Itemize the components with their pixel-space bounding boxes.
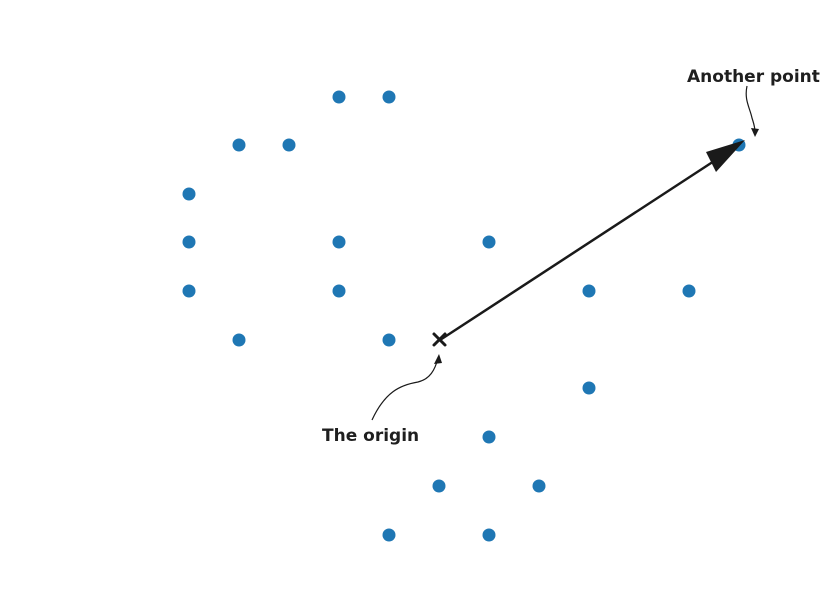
data-point (182, 235, 196, 249)
data-point (482, 430, 496, 444)
data-point (532, 479, 546, 493)
data-point (332, 90, 346, 104)
data-point (332, 235, 346, 249)
origin-leader-line (371, 357, 439, 421)
data-point (182, 187, 196, 201)
data-point (382, 333, 396, 347)
point-cloud (182, 90, 746, 542)
data-point (182, 284, 196, 298)
origin-leader-arrowhead (434, 354, 442, 364)
data-point (682, 284, 696, 298)
data-point (482, 528, 496, 542)
x-cross-icon (432, 332, 447, 347)
data-point (382, 528, 396, 542)
arrowhead (706, 140, 745, 172)
data-point (482, 235, 496, 249)
data-point (232, 138, 246, 152)
data-point (582, 284, 596, 298)
another-point-label: Another point (687, 67, 820, 87)
origin-callout: The origin (322, 354, 442, 446)
another-point-leader-line (745, 85, 756, 133)
data-point (382, 90, 396, 104)
data-point (582, 381, 596, 395)
another-point-callout: Another point (687, 67, 820, 137)
origin-label: The origin (322, 426, 419, 446)
data-point (232, 333, 246, 347)
data-point (432, 479, 446, 493)
arrow-icon (439, 148, 732, 342)
another-point-leader-arrowhead (751, 128, 759, 137)
data-point (332, 284, 346, 298)
vector-arrow (439, 140, 745, 342)
data-point (282, 138, 296, 152)
